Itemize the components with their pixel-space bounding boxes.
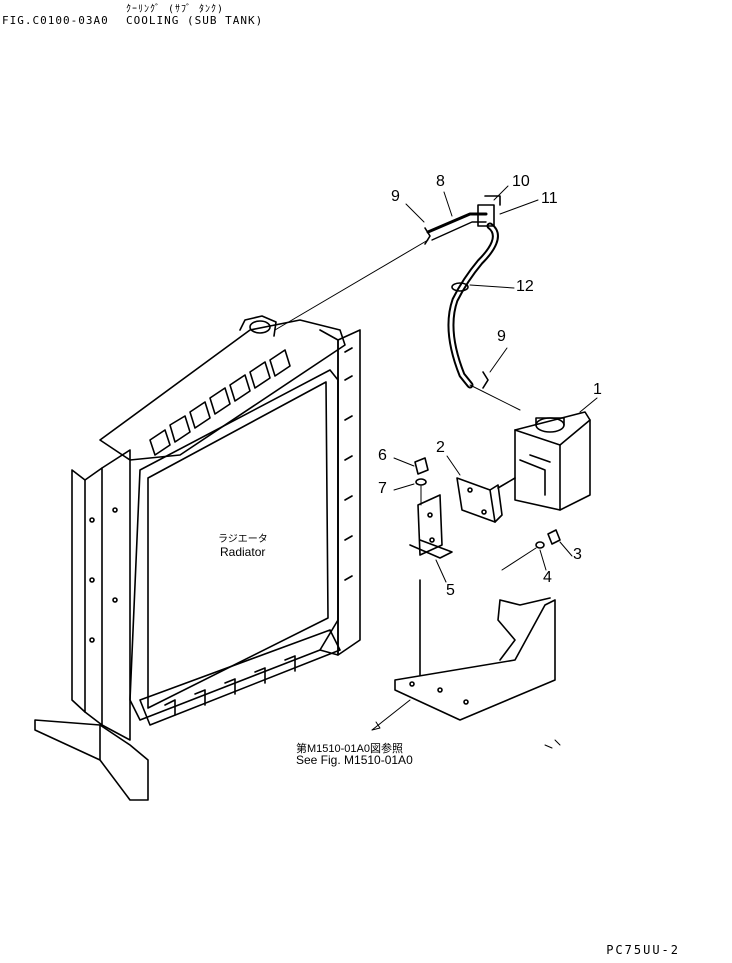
hose-drawing [274,195,501,389]
reference-note: See Fig. M1510-01A0 [296,753,413,767]
callout-7: 7 [378,480,387,497]
reference-note-japanese: 第M1510-01A0図参照 [296,743,403,755]
callout-10: 10 [512,173,530,190]
callout-12: 12 [516,278,534,295]
page-code: PC75UU-2 [606,943,680,957]
title-english: COOLING (SUB TANK) [126,14,264,27]
callout-5: 5 [446,582,455,599]
radiator-label-japanese: ラジエータ [218,534,268,545]
callout-8: 8 [436,173,445,190]
title-japanese: ｸｰﾘﾝｸﾞ (ｻﾌﾞ ﾀﾝｸ) [126,4,225,15]
callout-leaders [393,185,598,583]
callout-6: 6 [378,447,387,464]
radiator-drawing [34,315,361,801]
callout-11: 11 [541,190,558,207]
callout-9-lower: 9 [497,328,506,345]
figure-code: FIG.C0100-03A0 [2,14,109,27]
radiator-label: Radiator [220,545,266,559]
bracket-drawing [371,457,561,749]
sub-tank-drawing [469,384,591,511]
callout-9-top: 9 [391,188,400,205]
callout-4: 4 [543,569,552,586]
callout-2: 2 [436,439,445,456]
callout-3: 3 [573,546,582,563]
callout-1: 1 [593,381,602,398]
